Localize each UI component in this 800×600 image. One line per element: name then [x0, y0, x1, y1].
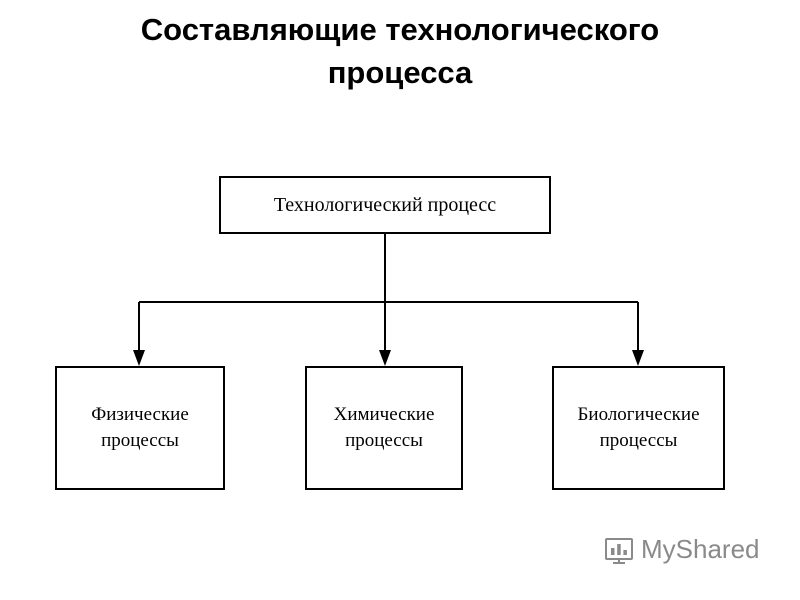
node-technological-process: Технологический процесс: [219, 176, 551, 234]
presentation-chart-icon: [604, 535, 634, 565]
node-biological-processes: Биологические процессы: [552, 366, 725, 490]
watermark: MyShared: [604, 534, 760, 565]
node-physical-processes: Физические процессы: [55, 366, 225, 490]
node-chemical-processes: Химические процессы: [305, 366, 463, 490]
page-title: Составляющие технологического процесса: [140, 12, 660, 90]
watermark-label: MyShared: [641, 534, 760, 564]
